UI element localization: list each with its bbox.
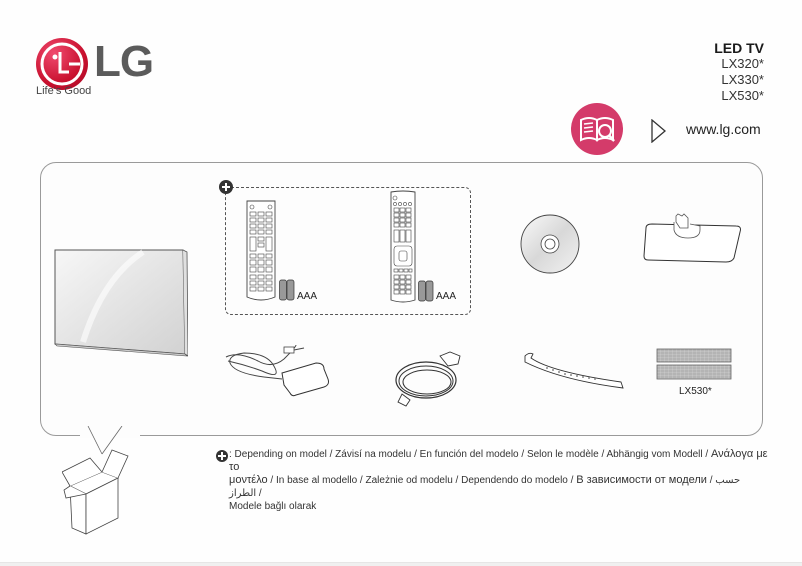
lg-wordmark: LG xyxy=(94,37,154,86)
product-title: LED TV xyxy=(714,40,764,56)
battery-icon xyxy=(418,280,434,306)
model-number: LX530* xyxy=(721,88,764,103)
model-number: LX330* xyxy=(721,72,764,87)
optional-items-box xyxy=(225,187,471,315)
speaker-caption: LX530* xyxy=(679,386,712,397)
cd-icon xyxy=(518,212,584,282)
power-cord-icon xyxy=(392,350,464,412)
lg-logo: LG Life's Good xyxy=(36,38,166,100)
model-number: LX320* xyxy=(721,56,764,71)
battery-label: AAA xyxy=(436,291,457,302)
lg-logo-circle-icon xyxy=(36,38,88,90)
footnote-line-2: μοντέλο / In base al modello / Zależnie … xyxy=(229,474,741,499)
plus-circle-icon xyxy=(216,450,228,462)
website-link[interactable]: www.lg.com xyxy=(686,121,761,137)
box-icon xyxy=(61,446,132,542)
stand-icon xyxy=(642,212,744,268)
footnote-text: : Depending on model / Závisí na modelu … xyxy=(229,448,769,513)
footnote-line-1: : Depending on model / Závisí na modelu … xyxy=(229,448,768,473)
play-arrow-icon xyxy=(651,118,667,147)
adapter-icon xyxy=(224,343,336,403)
page-bottom-edge xyxy=(0,562,802,566)
footnote-line-3: Modele bağlı olarak xyxy=(229,501,317,512)
lg-tagline: Life's Good xyxy=(36,85,92,97)
remote-icon xyxy=(245,199,277,307)
model-info: LED TV LX320* LX330* LX530* xyxy=(714,40,764,104)
tv-icon xyxy=(53,248,189,362)
plus-circle-icon xyxy=(219,180,233,194)
speech-tail xyxy=(80,426,140,455)
remote-icon xyxy=(389,190,417,308)
cable-holder-icon xyxy=(521,352,625,398)
battery-label: AAA xyxy=(297,291,318,302)
speaker-icon xyxy=(656,348,732,384)
book-magnifier-icon xyxy=(571,103,623,155)
battery-icon xyxy=(279,279,295,305)
